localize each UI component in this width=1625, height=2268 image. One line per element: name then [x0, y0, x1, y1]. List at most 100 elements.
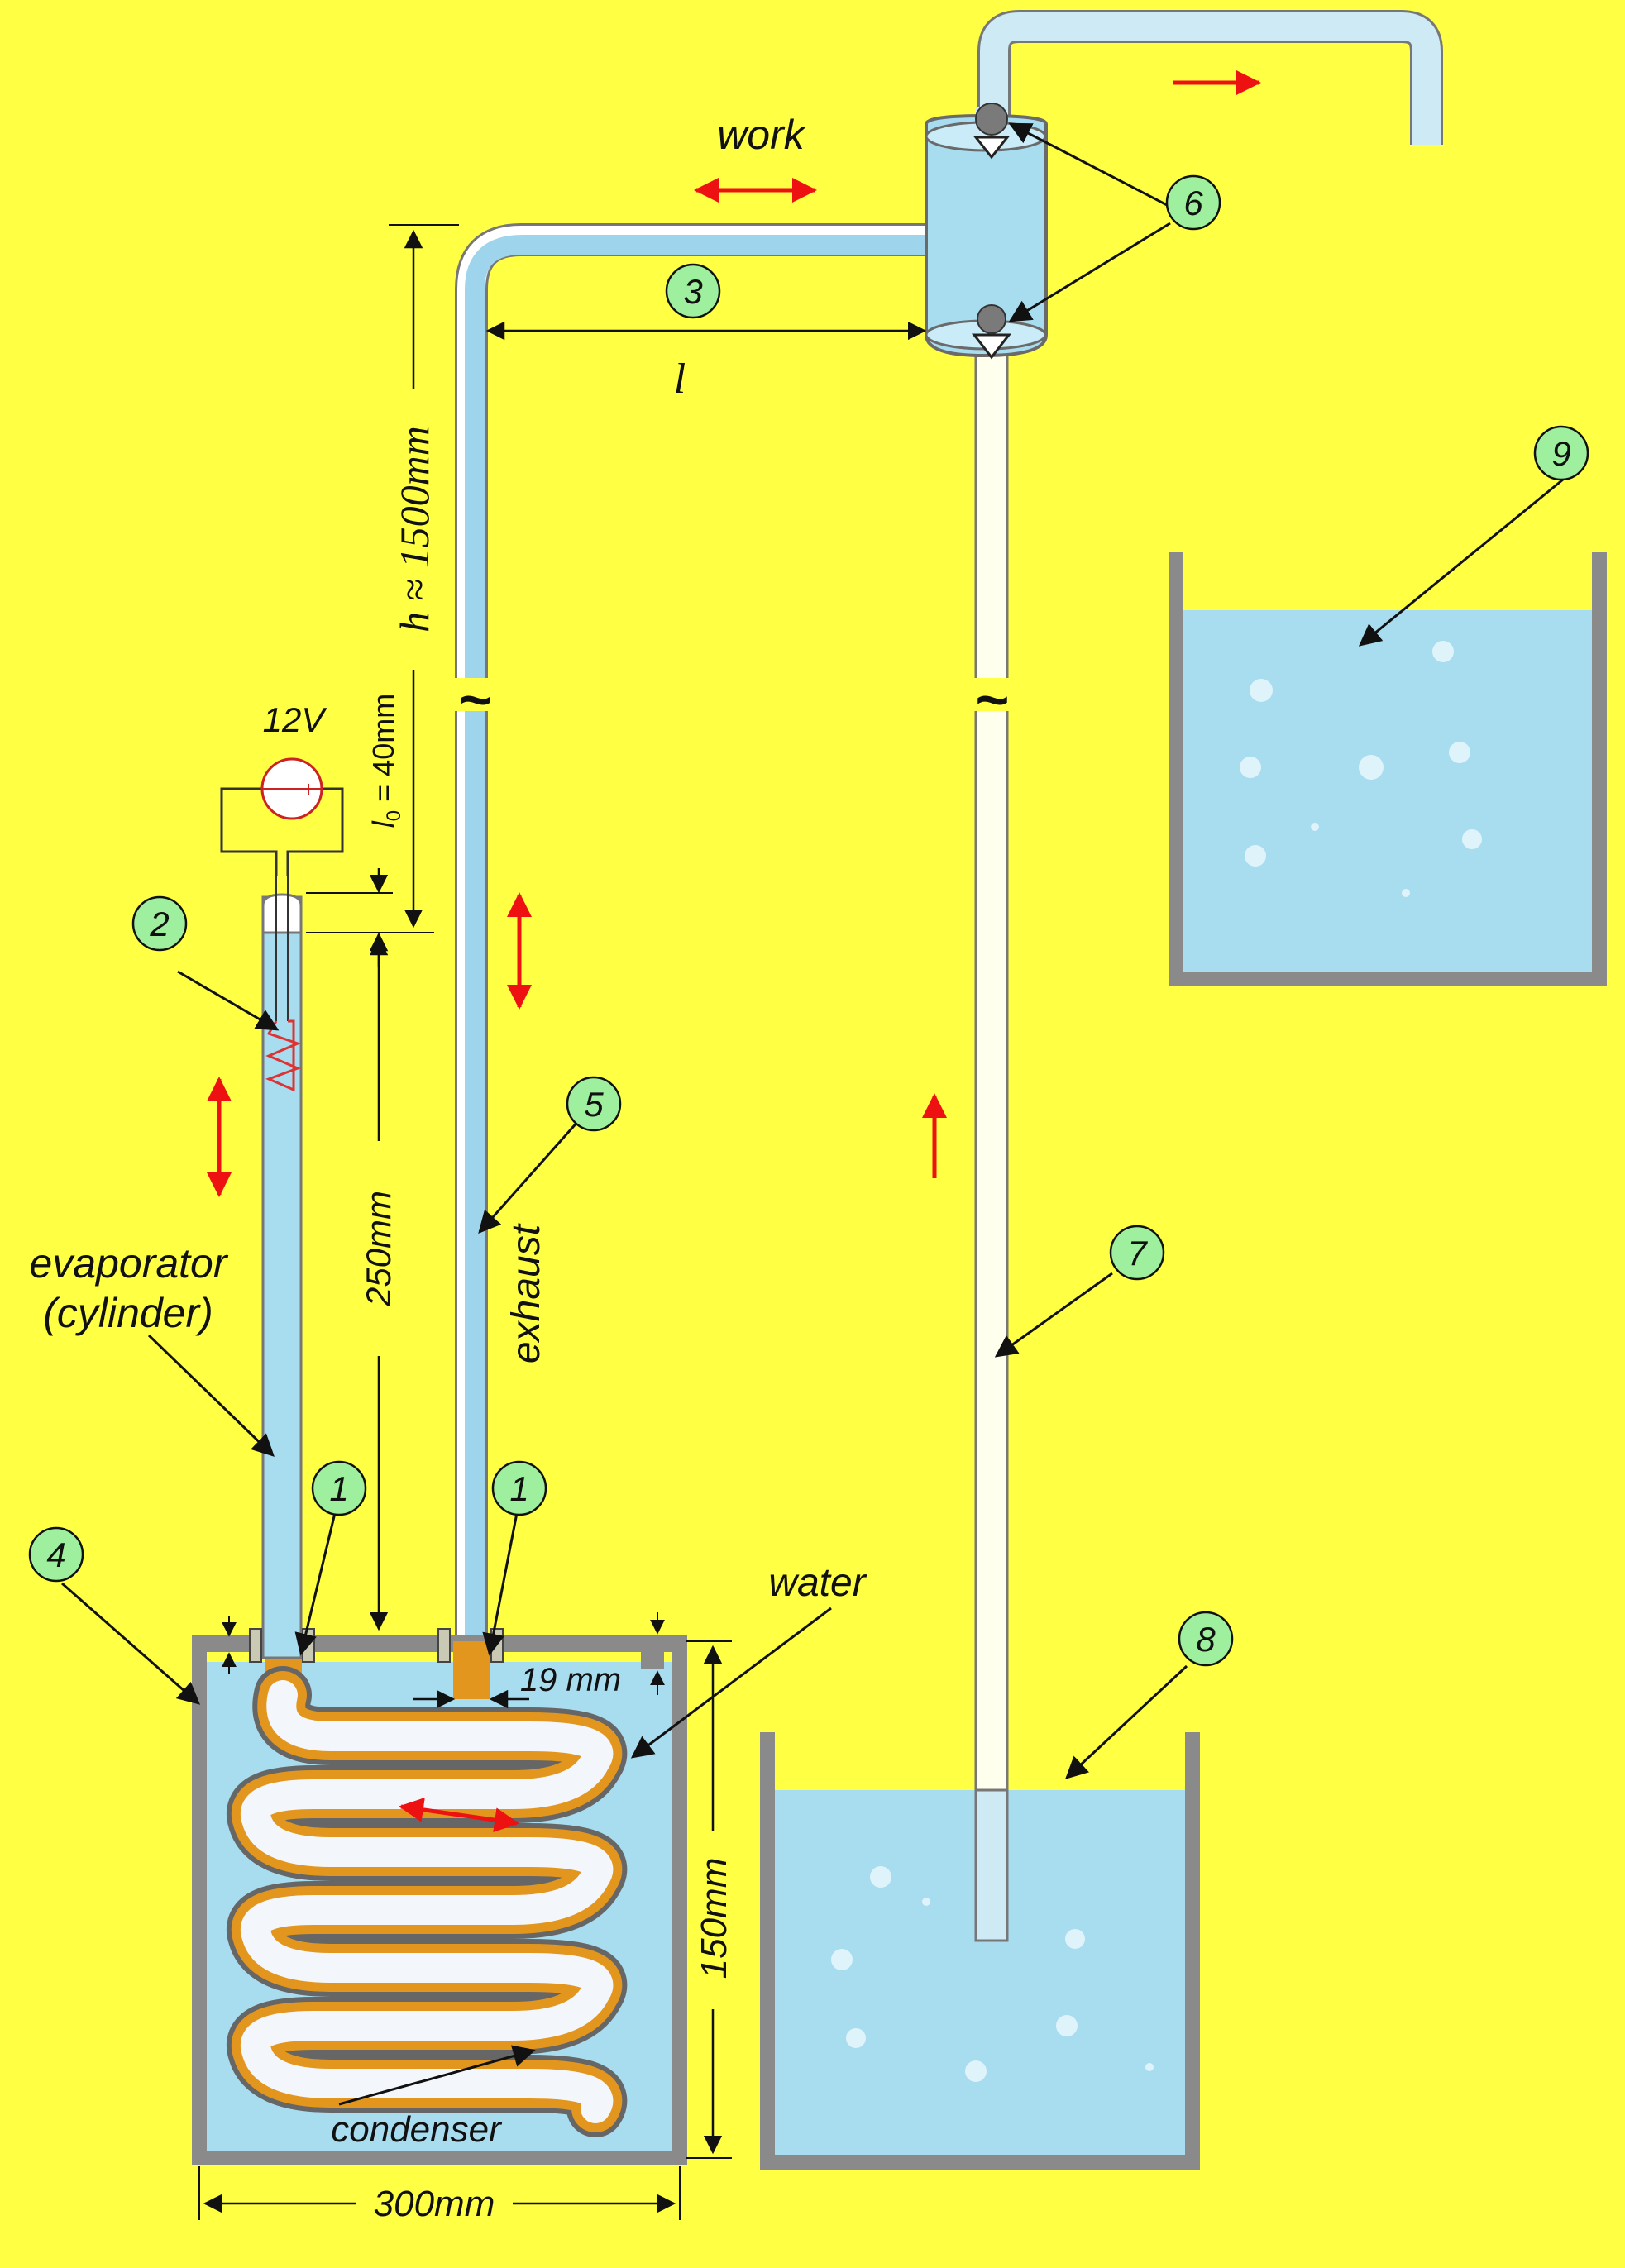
dim-l0-text: l0 = 40mm: [366, 694, 405, 828]
marker-4: 4: [28, 1526, 84, 1583]
marker-7: 7: [1109, 1225, 1165, 1281]
pointer-suction-pipe: [994, 1272, 1113, 1358]
bubble: [965, 2060, 987, 2082]
lower-valve-seat: [971, 333, 1012, 360]
marker-8: 8: [1178, 1611, 1234, 1667]
evaporator-cylinder: [261, 876, 303, 1659]
tank-wall: [192, 1641, 687, 2165]
bubble: [1065, 1929, 1085, 1949]
outlet-pipe-outline: [977, 10, 1443, 145]
minus-sign: −: [268, 776, 281, 802]
break-mark-right: ~: [976, 667, 1010, 732]
dim-h-text: h ≈ 1500mm: [391, 426, 437, 633]
svg-text:4: 4: [46, 1535, 65, 1574]
svg-text:9: 9: [1551, 434, 1570, 473]
pointer-condenser: [338, 2045, 536, 2106]
pointer-arrows: [61, 122, 1564, 2106]
outlet-pipe-fill: [980, 12, 1441, 145]
pointer-water: [630, 1607, 832, 1759]
bubble: [1462, 829, 1482, 849]
evaporator-label: evaporator: [29, 1240, 228, 1287]
valve-chamber: [925, 103, 1048, 360]
power-supply: − + 12V: [220, 700, 344, 876]
upper-reservoir-water: [1176, 610, 1599, 979]
exhaust-label: exhaust: [504, 1223, 548, 1363]
wire-left: [220, 787, 278, 876]
lower-check-ball: [977, 304, 1006, 334]
dim-300-text: 300mm: [374, 2184, 495, 2224]
dim-l0-subscript: 0: [383, 810, 405, 821]
bubble: [1145, 2063, 1154, 2071]
dimension-text: h ≈ 1500mm l0 = 40mm 250mm 19 mm 150mm 3…: [359, 356, 1009, 2224]
seal-right-a: [437, 1628, 451, 1663]
svg-text:1: 1: [329, 1469, 348, 1508]
pointer-heater: [177, 970, 280, 1031]
lid-right-step: [641, 1644, 664, 1669]
svg-text:7: 7: [1127, 1234, 1148, 1272]
upper-reservoir: [1169, 552, 1607, 986]
pointer-seal-right: [482, 1512, 519, 1656]
svg-text:6: 6: [1183, 184, 1203, 222]
svg-text:1: 1: [509, 1469, 528, 1508]
pointer-exhaust-pipe: [478, 1120, 581, 1234]
break-mark-left: ~: [459, 667, 493, 732]
cylinder-label: (cylinder): [43, 1290, 213, 1336]
bubble: [1311, 823, 1319, 831]
upper-check-ball: [975, 103, 1008, 136]
evaporator-vapor-space: [261, 893, 303, 934]
dim-150-text: 150mm: [694, 1858, 734, 1979]
wire-right: [286, 787, 344, 876]
upper-reservoir-wall: [1169, 552, 1607, 986]
dim-l0-value: = 40mm: [366, 694, 400, 810]
bubble: [831, 1949, 853, 1970]
dim-l-text: l: [674, 356, 686, 403]
suction-pipe: [966, 333, 1017, 1942]
marker-6: 6: [1165, 174, 1221, 231]
dim-l0-symbol: l: [366, 820, 400, 828]
motion-arrows: [207, 70, 1261, 1833]
condenser-label: condenser: [331, 2109, 503, 2150]
condenser-oscillation-arrow: [399, 1797, 519, 1833]
marker-1-right: 1: [491, 1460, 547, 1516]
upper-valve-seat: [973, 136, 1011, 160]
bubble: [846, 2028, 866, 2048]
exhaust-pipe: [451, 223, 926, 1662]
marker-3: 3: [665, 263, 721, 319]
dimension-lines: [198, 224, 927, 2220]
coil-vapor: [241, 1680, 614, 2123]
evaporator-tube: [261, 895, 303, 1659]
markers: 1 1 2 3 4 5 6 7: [28, 174, 1589, 1667]
pointer-evaporator: [147, 1334, 275, 1457]
suction-pipe-submerged: [974, 1788, 1009, 1942]
exhaust-stub: [453, 1641, 490, 1699]
bubble: [1449, 742, 1470, 763]
exhaust-pipe-water: [465, 235, 926, 1662]
work-label: work: [717, 112, 807, 158]
bubble: [922, 1898, 930, 1906]
bubble: [1250, 679, 1273, 702]
svg-text:3: 3: [683, 272, 702, 311]
svg-text:2: 2: [149, 905, 169, 943]
condenser-coil: [227, 1666, 627, 2137]
pointer-seal-left: [294, 1512, 337, 1656]
suction-pipe-break: [966, 678, 1017, 711]
bubble: [1240, 757, 1261, 778]
bubble: [1432, 641, 1454, 662]
bubble: [1245, 845, 1266, 867]
marker-9: 9: [1533, 425, 1589, 481]
bubble: [870, 1866, 891, 1888]
pointer-upper-valve: [1008, 122, 1171, 208]
exhaust-pipe-highlight: [457, 226, 926, 1662]
bubble: [1359, 755, 1384, 780]
heater-coil: [265, 1019, 302, 1092]
suction-pipe-body: [974, 333, 1009, 1942]
plus-sign: +: [302, 776, 315, 802]
marker-1-left: 1: [311, 1460, 367, 1516]
dim-250-text: 250mm: [359, 1191, 398, 1307]
lower-reservoir-wall: [760, 1732, 1200, 2170]
labels: work evaporator (cylinder) exhaust water…: [29, 112, 867, 2150]
dim-19-text: 19 mm: [520, 1662, 621, 1698]
exhaust-pipe-break: [451, 678, 494, 711]
